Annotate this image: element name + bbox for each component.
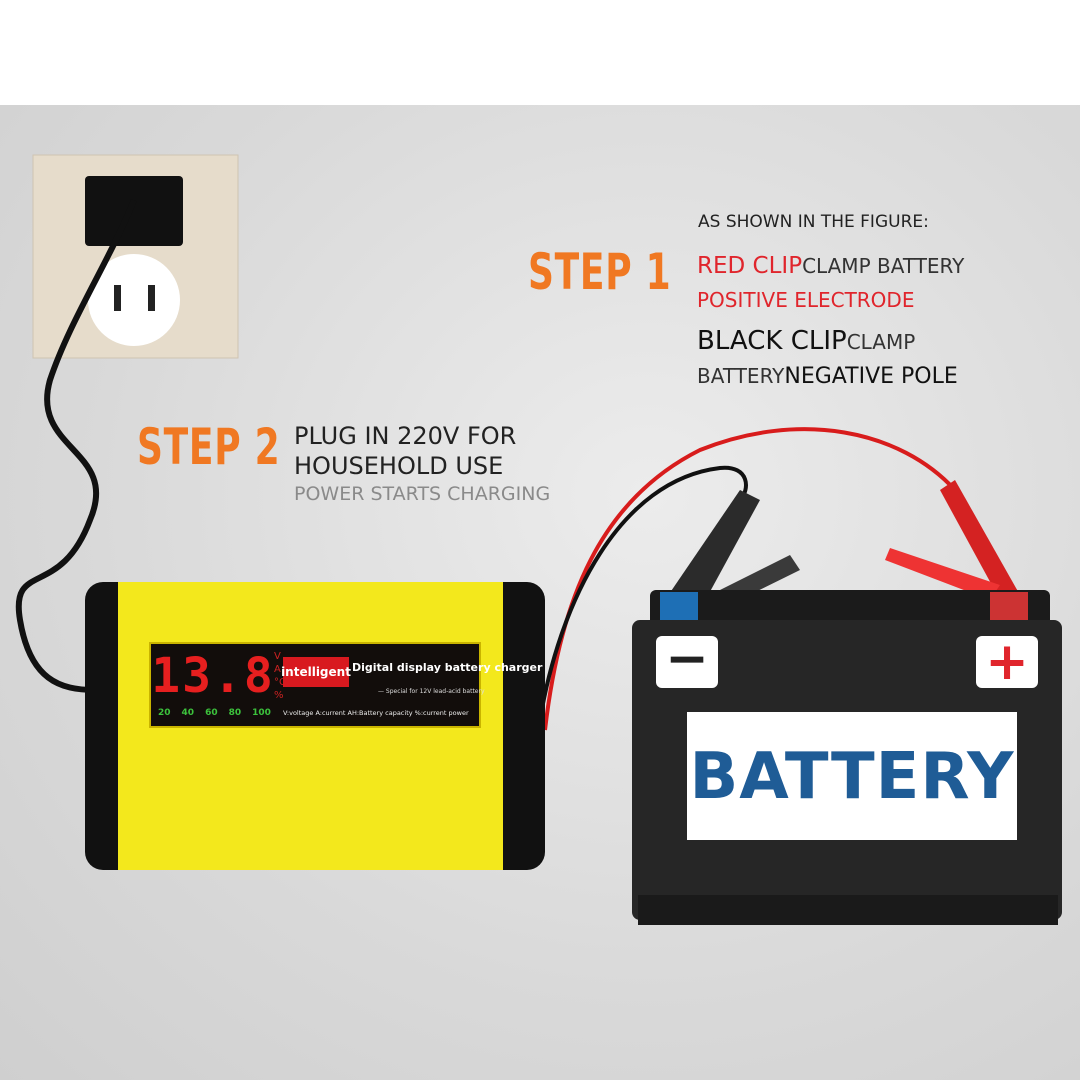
- charger-subtitle: — Special for 12V lead-acid battery: [378, 688, 485, 695]
- intelligent-badge: intelligent: [281, 657, 351, 687]
- step1-intro: AS SHOWN IN THE FIGURE:: [698, 212, 929, 232]
- wall-outlet: [32, 154, 239, 359]
- unit-v: V: [274, 651, 281, 662]
- black-cable: [538, 465, 748, 721]
- red-clip-rest: CLAMP BATTERY: [802, 254, 965, 278]
- negative-pole-line: BATTERYNEGATIVE POLE: [697, 364, 958, 389]
- black-clip-text: BLACK CLIP: [697, 326, 847, 356]
- charger-title: Digital display battery charger: [352, 661, 543, 674]
- positive-electrode-text: POSITIVE ELECTRODE: [697, 288, 915, 312]
- red-clamp: [885, 480, 1020, 600]
- red-clip-text: RED CLIP: [697, 253, 803, 279]
- step1-red-line: RED CLIPCLAMP BATTERY: [697, 253, 964, 279]
- level-100: 100: [252, 708, 271, 718]
- battery-word: BATTERY: [697, 364, 785, 388]
- battery-positive-sign: +: [985, 632, 1029, 692]
- unit-c: °C: [274, 677, 286, 688]
- level-20: 20: [158, 708, 171, 718]
- black-clip-rest: CLAMP: [846, 330, 916, 354]
- unit-pct: %: [274, 690, 284, 701]
- battery-label: BATTERY: [689, 740, 1015, 814]
- level-60: 60: [205, 708, 218, 718]
- step2-line2: HOUSEHOLD USE: [294, 452, 504, 480]
- unit-a: A: [274, 664, 281, 675]
- step1-black-line: BLACK CLIPCLAMP: [697, 326, 915, 356]
- power-cord: [15, 198, 137, 693]
- step1-label: STEP 1: [528, 243, 672, 301]
- battery-body: [632, 590, 1062, 925]
- level-40: 40: [181, 708, 195, 718]
- step2-line1: PLUG IN 220V FOR: [294, 422, 517, 450]
- charger-legend: V:voltage A:current AH:Battery capacity …: [283, 709, 469, 717]
- charger-body: [85, 582, 545, 870]
- step2-label: STEP 2: [137, 418, 281, 476]
- level-80: 80: [228, 708, 242, 718]
- step2-line3: POWER STARTS CHARGING: [294, 483, 551, 505]
- battery-negative-sign: −: [665, 629, 709, 689]
- charger-readout: 13.8: [151, 648, 275, 704]
- negative-pole-text: NEGATIVE POLE: [784, 364, 958, 389]
